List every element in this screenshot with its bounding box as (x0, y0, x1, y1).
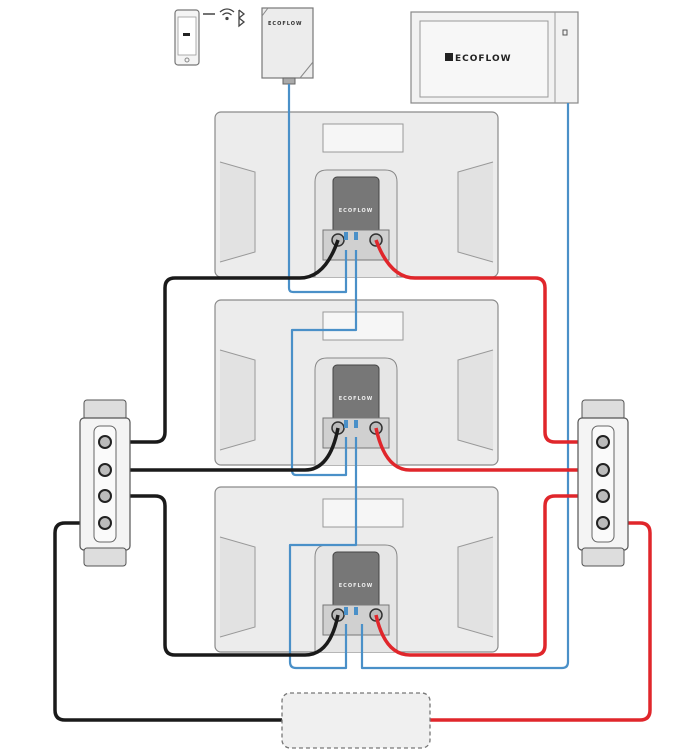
communication-hub: ECOFLOW (261, 7, 314, 85)
comm-port (344, 420, 348, 428)
battery-logo: ECOFLOW (339, 208, 374, 214)
negative-busbar (79, 399, 131, 567)
comm-port (354, 607, 358, 615)
wifi-icon (219, 8, 235, 21)
positive-cable-battery-1 (374, 239, 600, 444)
battery-logo: ECOFLOW (339, 583, 374, 589)
comm-cable-monitor (360, 103, 570, 670)
busbar-post (98, 489, 112, 503)
comm-cable-hub (287, 84, 348, 294)
negative-cable-load (53, 521, 282, 722)
monitor-logo: ECOFLOW (455, 54, 512, 64)
comm-cable-b2-b3 (288, 437, 358, 670)
comm-port (354, 420, 358, 428)
negative-cable-battery-2 (108, 427, 340, 472)
comm-cable-b1-b2 (290, 250, 358, 477)
positive-cable-battery-3 (374, 494, 600, 657)
battery-3: ECOFLOW (214, 486, 499, 653)
busbar-post (596, 516, 610, 530)
cables (53, 84, 652, 722)
phone-icon (174, 9, 200, 66)
hub-logo: ECOFLOW (268, 21, 303, 27)
busbar-post (596, 489, 610, 503)
busbar-post (98, 435, 112, 449)
positive-cable-load (430, 521, 652, 722)
display-monitor: ECOFLOW (410, 11, 579, 104)
negative-cable-battery-3 (108, 494, 340, 657)
comm-port (354, 232, 358, 240)
positive-cable-battery-2 (374, 427, 600, 472)
busbar-post (98, 516, 112, 530)
negative-cable-battery-1 (108, 239, 340, 444)
busbar-post (596, 463, 610, 477)
positive-busbar (577, 399, 629, 567)
battery-2: ECOFLOW (214, 299, 499, 466)
battery-logo: ECOFLOW (339, 396, 374, 402)
busbar-post (98, 463, 112, 477)
bluetooth-icon (238, 9, 246, 28)
battery-stack: ECOFLOW ECOFLOW ECOFLOW (214, 111, 499, 653)
comm-port (344, 607, 348, 615)
load-device (281, 692, 431, 749)
comm-port (344, 232, 348, 240)
busbar-post (596, 435, 610, 449)
